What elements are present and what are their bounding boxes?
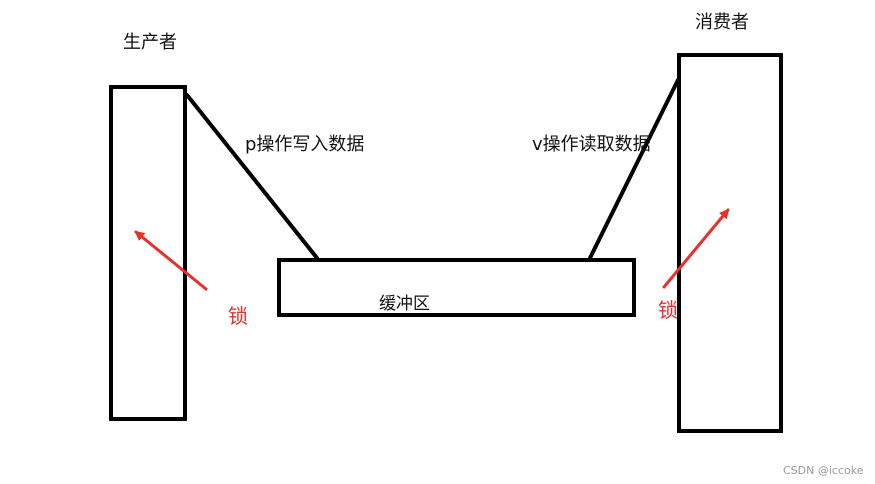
lock-label-right: 锁 [658, 298, 678, 322]
v-operation-label: v操作读取数据 [532, 134, 651, 155]
buffer-label: 缓冲区 [379, 294, 430, 314]
producer-box [109, 85, 187, 421]
consumer-label: 消费者 [695, 12, 749, 33]
buffer-box [277, 258, 636, 317]
lock-label-left: 锁 [228, 304, 248, 328]
producer-to-buffer-line [185, 93, 319, 260]
p-operation-label: p操作写入数据 [245, 134, 364, 155]
watermark-text: CSDN @iccoke [783, 464, 864, 477]
lock-arrow-left [134, 230, 208, 291]
buffer-to-consumer-line [588, 78, 680, 260]
lock-arrow-right [662, 208, 730, 289]
producer-label: 生产者 [123, 32, 177, 53]
consumer-box [677, 53, 783, 433]
